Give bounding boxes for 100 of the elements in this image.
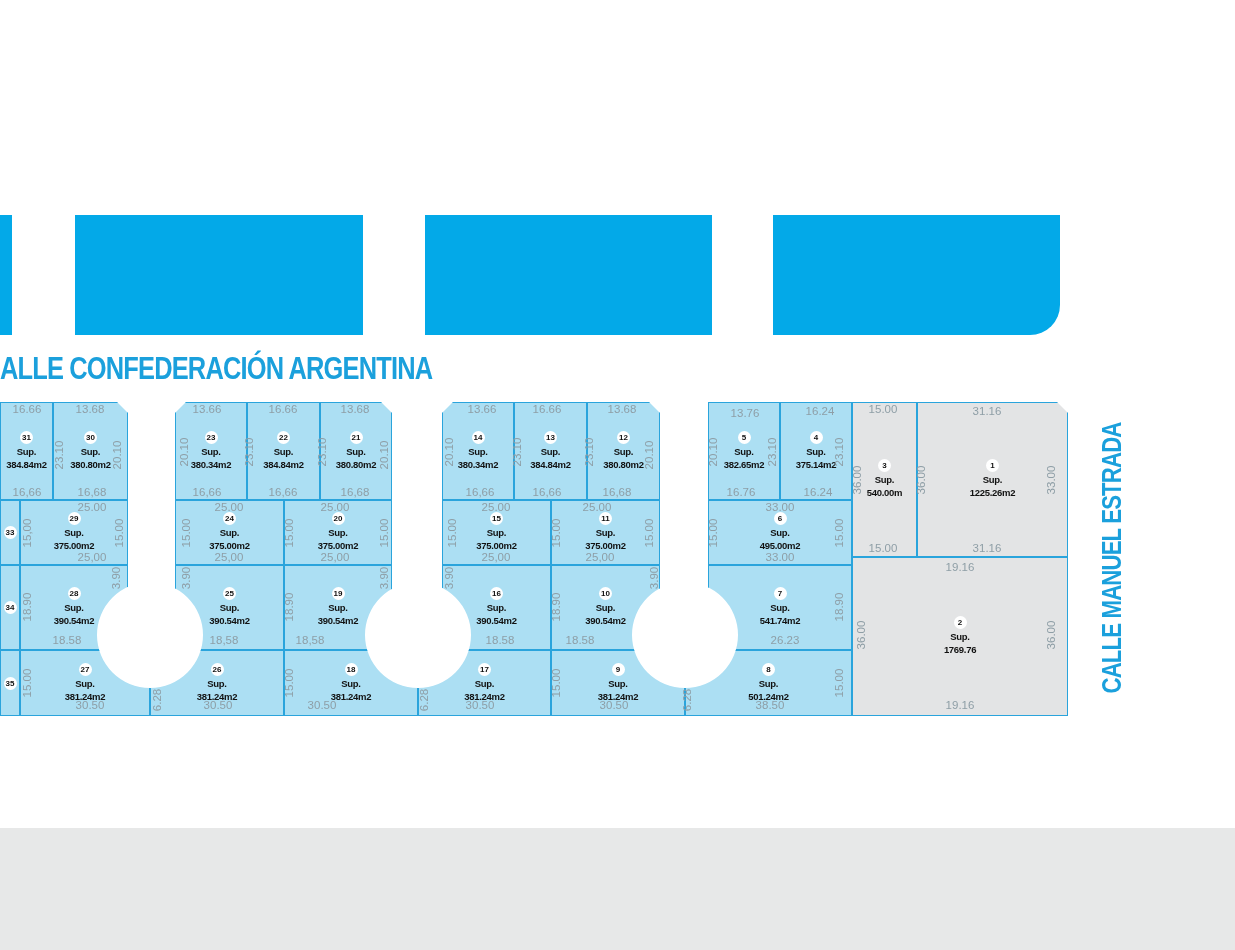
- lot-parcel: [442, 565, 551, 650]
- lot-parcel: [551, 650, 685, 716]
- dimension-label: 18.58: [565, 635, 595, 647]
- dimension-label: 20.10: [379, 440, 391, 470]
- dimension-label: 25,00: [481, 552, 511, 564]
- dimension-label: 20.10: [708, 437, 720, 467]
- lot-parcel: [418, 650, 551, 716]
- lot-parcel: [708, 565, 852, 650]
- lot-parcel: [514, 402, 587, 500]
- lot-area: Sup. 390.54m2: [209, 602, 250, 628]
- dimension-label: 31.16: [972, 543, 1002, 555]
- dimension-label: 13.66: [192, 404, 222, 416]
- dimension-label: 25.00: [582, 502, 612, 514]
- dimension-label: 13.68: [340, 404, 370, 416]
- lot-parcel: [708, 402, 780, 500]
- dimension-label: 16,68: [77, 487, 107, 499]
- lot-parcel: [551, 500, 660, 565]
- lot-number: 13: [544, 430, 557, 444]
- lot-parcel: [20, 650, 150, 716]
- lot-area: Sup. 1225.26m2: [969, 474, 1016, 500]
- lot-area: Sup. 541.74m2: [759, 602, 801, 628]
- lot-parcel: [284, 565, 392, 650]
- lot-area: Sup. 375.00m2: [53, 527, 95, 553]
- dimension-label: 16.76: [726, 487, 756, 499]
- lot-parcel: [175, 565, 284, 650]
- lot-number: 29: [67, 512, 81, 526]
- dimension-label: 15.00: [284, 668, 296, 698]
- lot-number: 6: [773, 512, 787, 526]
- lot-number: 15: [490, 512, 503, 526]
- dimension-label: 18.58: [52, 635, 82, 647]
- dimension-label: 23.10: [54, 440, 66, 470]
- dimension-label: 6.28: [152, 688, 164, 712]
- dimension-label: 23.10: [584, 437, 596, 467]
- lot-number: 9: [611, 662, 625, 676]
- dimension-label: 16.66: [268, 404, 298, 416]
- lot-parcel: [20, 500, 128, 565]
- dimension-label: 6.28: [419, 688, 431, 712]
- street-name: CALLE MANUEL ESTRADA: [1098, 422, 1126, 694]
- lot-number: 27: [78, 662, 92, 676]
- dimension-label: 36.00: [852, 465, 864, 495]
- lot-number: 23: [204, 430, 218, 444]
- lot-number: 34: [3, 601, 17, 614]
- dimension-label: 15.00: [181, 518, 193, 548]
- dimension-label: 3.90: [649, 566, 661, 590]
- dimension-label: 18.90: [834, 592, 846, 622]
- lot-area: Sup. 390.54m2: [317, 602, 359, 628]
- dimension-label: 25,00: [320, 552, 350, 564]
- dimension-label: 20.10: [112, 440, 124, 470]
- lot-parcel: [442, 402, 514, 500]
- lot-area: Sup. 540.00m: [866, 474, 903, 500]
- dimension-label: 23.10: [244, 437, 256, 467]
- lot-parcel: [587, 402, 660, 500]
- street-name: ALLE CONFEDERACIÓN ARGENTINA: [0, 352, 433, 384]
- lot-number: 21: [349, 430, 363, 444]
- dimension-label: 16,66: [268, 487, 298, 499]
- lot-area: Sup. 390.54m2: [53, 602, 95, 628]
- lot-parcel: [150, 650, 284, 716]
- dimension-label: 20.10: [179, 437, 191, 467]
- dimension-label: 23.10: [834, 437, 846, 467]
- lot-area: Sup. 375.00m2: [209, 527, 250, 553]
- lot-area: Sup. 384.84m2: [6, 445, 47, 472]
- lot-number: 5: [737, 430, 751, 444]
- lot-number: 28: [67, 587, 81, 601]
- dimension-label: 3.90: [181, 566, 193, 590]
- dimension-label: 20.10: [444, 437, 456, 467]
- lot-number: 31: [20, 430, 33, 444]
- lot-number: 10: [599, 587, 612, 601]
- dimension-label: 15.00: [868, 404, 898, 416]
- dimension-label: 26.23: [770, 635, 800, 647]
- dimension-label: 36.00: [916, 465, 928, 495]
- lot-parcel: [551, 565, 660, 650]
- dimension-label: 16,66: [12, 487, 42, 499]
- dimension-label: 15,00: [22, 518, 34, 548]
- lot-number: 3: [878, 459, 891, 473]
- lot-area: Sup. 384.84m2: [530, 445, 571, 472]
- lot-area: Sup. 380.80m2: [335, 445, 377, 472]
- lot-parcel: [284, 650, 418, 716]
- dimension-label: 33.00: [765, 552, 795, 564]
- lot-area: Sup. 380.80m2: [603, 445, 644, 472]
- lot-number: 8: [762, 662, 775, 676]
- dimension-label: 16,66: [532, 487, 562, 499]
- lot-parcel: [917, 402, 1068, 557]
- dimension-label: 16,66: [192, 487, 222, 499]
- dimension-label: 15.00: [551, 668, 563, 698]
- lot-parcel: [780, 402, 852, 500]
- dimension-label: 15.00: [22, 668, 34, 698]
- dimension-label: 15.00: [284, 518, 296, 548]
- dimension-label: 15.00: [834, 518, 846, 548]
- dimension-label: 3.90: [444, 566, 456, 590]
- lot-parcel: [0, 500, 20, 565]
- dimension-label: 13.68: [607, 404, 637, 416]
- lot-area: Sup. 384.84m2: [263, 445, 304, 472]
- lot-number: 19: [331, 587, 345, 601]
- dimension-label: 3.90: [379, 566, 391, 590]
- lot-number: 14: [471, 430, 485, 444]
- dimension-label: 18,58: [209, 635, 239, 647]
- lot-number: 12: [617, 430, 630, 444]
- lot-parcel: [0, 402, 53, 500]
- lot-area: Sup. 375.00m2: [585, 527, 626, 553]
- lot-area: Sup. 380.80m2: [70, 445, 111, 472]
